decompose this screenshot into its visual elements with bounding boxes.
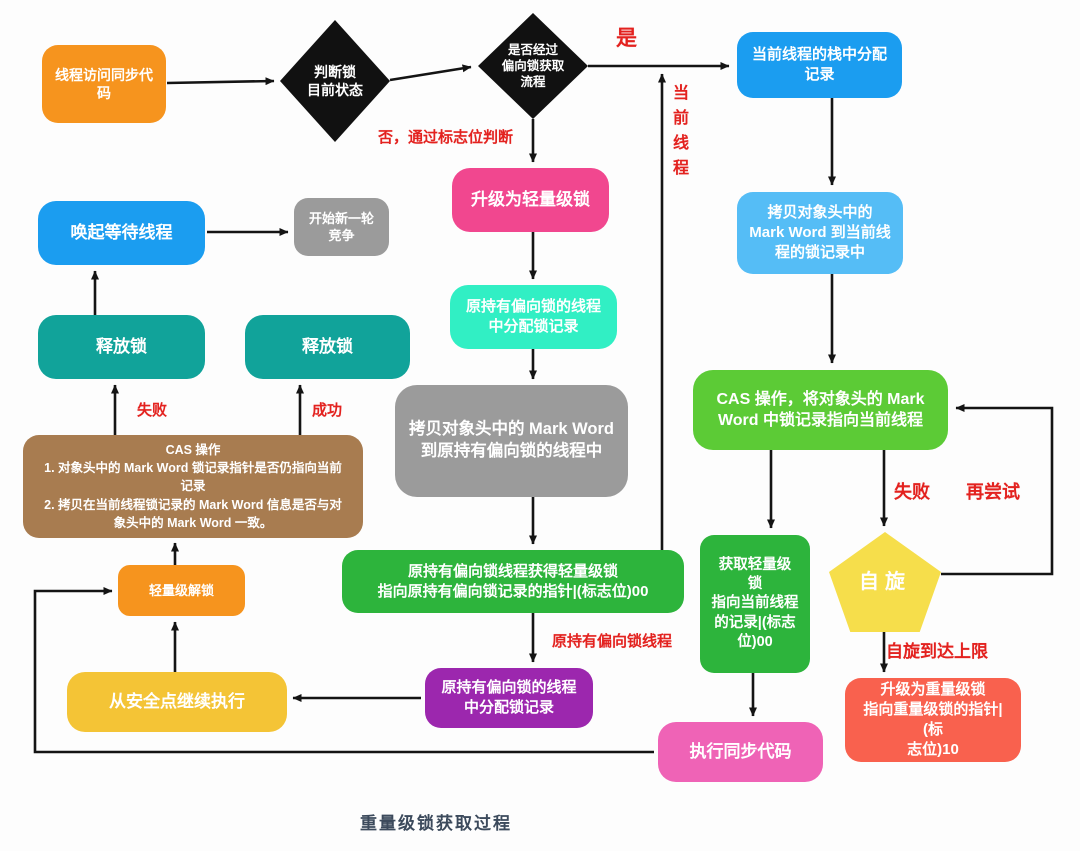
node-orig-thread-alloc-lock-record-2: 原持有偏向锁的线程 中分配锁记录 [425,668,593,728]
node-alloc-record-in-stack: 当前线程的栈中分配 记录 [737,32,902,98]
node-cas-check-operation: CAS 操作 1. 对象头中的 Mark Word 锁记录指针是否仍指向当前 记… [23,435,363,538]
node-upgrade-lightweight-lock: 升级为轻量级锁 [452,168,609,232]
node-lightweight-unlock: 轻量级解锁 [118,565,245,616]
node-orig-thread-alloc-lock-record: 原持有偏向锁的线程 中分配锁记录 [450,285,617,349]
edge-label-success: 成功 [312,402,343,419]
node-release-lock-left: 释放锁 [38,315,205,379]
edge-label-spin-limit: 自旋到达上限 [886,642,988,661]
node-wake-waiting-threads: 唤起等待线程 [38,201,205,265]
edge-label-orig-biased-thread: 原持有偏向锁线程 [552,633,673,650]
diagram-caption: 重量级锁获取过程 [360,814,512,833]
edge-label-fail-left: 失败 [137,402,168,419]
node-exec-sync-code: 执行同步代码 [658,722,823,782]
node-orig-thread-gets-lightweight-lock: 原持有偏向锁线程获得轻量级锁 指向原持有偏向锁记录的指针|(标志位)00 [342,550,684,613]
node-judge-lock-state-decision: 判断锁 目前状态 [280,20,390,142]
node-resume-from-safepoint: 从安全点继续执行 [67,672,287,732]
edge-label-current-thread: 当前线程 [670,84,687,184]
node-copy-markword-to-orig-thread: 拷贝对象头中的 Mark Word 到原持有偏向锁的线程中 [395,385,628,497]
edge-label-no-by-flag: 否，通过标志位判断 [378,129,514,146]
node-acquire-lightweight-lock: 获取轻量级 锁 指向当前线程 的记录|(标志 位)00 [700,535,810,673]
node-spin: 自旋 [829,532,941,632]
node-new-round-contention: 开始新一轮 竞争 [294,198,389,256]
node-release-lock-right: 释放锁 [245,315,410,379]
node-cas-point-to-current-thread: CAS 操作，将对象头的 Mark Word 中锁记录指向当前线程 [693,370,948,450]
node-upgrade-heavyweight-lock: 升级为重量级锁 指向重量级锁的指针|(标 志位)10 [845,678,1021,762]
node-biased-flow-check-decision: 是否经过 偏向锁获取 流程 [478,13,588,119]
node-thread-access-sync-code: 线程访问同步代码 [42,45,166,123]
node-copy-markword-to-current: 拷贝对象头中的 Mark Word 到当前线 程的锁记录中 [737,192,903,274]
edge-label-yes: 是 [616,27,637,50]
edge-label-retry: 再尝试 [966,482,1020,502]
edge-label-fail-right: 失败 [894,482,930,502]
